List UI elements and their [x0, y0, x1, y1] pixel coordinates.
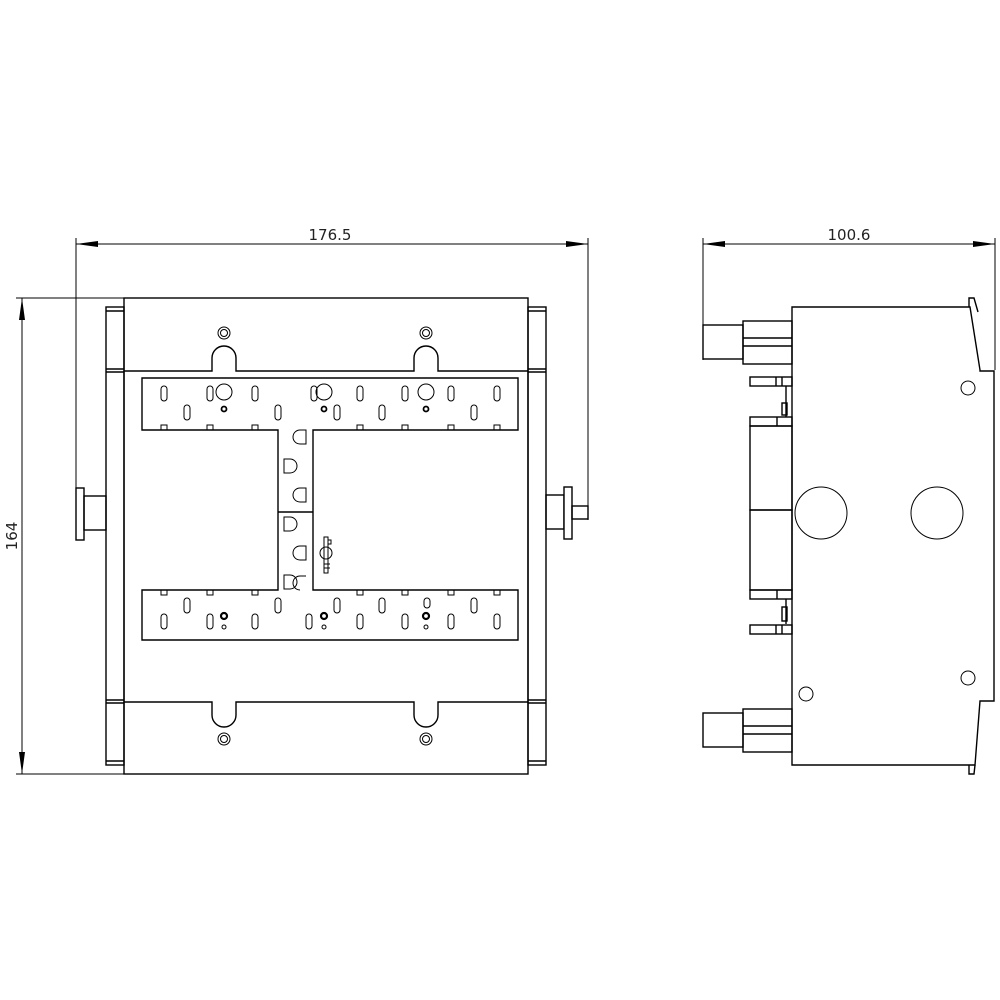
- height-dimension: 164: [3, 297, 124, 775]
- width-dimension-label: 176.5: [309, 226, 352, 244]
- height-dimension-label: 164: [3, 522, 21, 551]
- side-view: 100.6: [702, 226, 996, 775]
- actuator-icon: [319, 536, 333, 574]
- depth-dimension-label: 100.6: [828, 226, 871, 244]
- front-view: 176.5 164: [3, 226, 589, 775]
- depth-dimension: 100.6: [702, 226, 996, 370]
- width-dimension: 176.5: [75, 226, 589, 540]
